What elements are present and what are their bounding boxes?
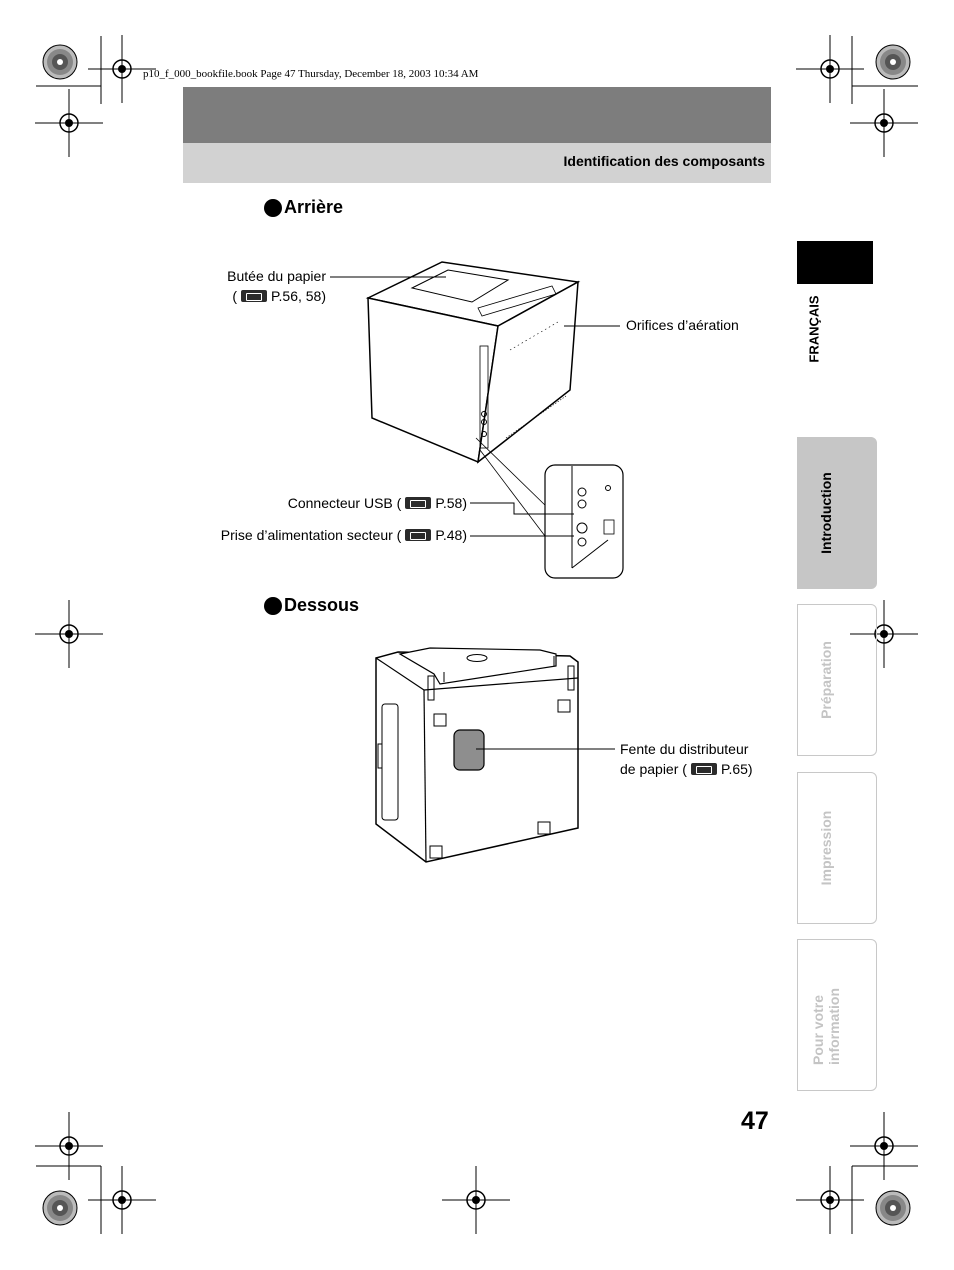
reference-icon — [405, 497, 432, 509]
power-ref: P.48) — [435, 527, 467, 543]
header-band — [183, 87, 771, 143]
paper-stop-text: Butée du papier — [227, 268, 326, 284]
vents-label: Orifices d’aération — [626, 317, 739, 333]
tab-preparation-label: Préparation — [818, 641, 834, 719]
reference-icon — [690, 763, 717, 775]
language-label: FRANÇAIS — [800, 288, 828, 370]
usb-label: Connecteur USB ( P.58) — [288, 493, 467, 513]
bullet-icon — [264, 596, 282, 615]
language-text: FRANÇAIS — [806, 295, 822, 363]
bottom-heading: Dessous — [264, 595, 359, 616]
rear-heading: Arrière — [264, 197, 343, 218]
tab-introduction-label: Introduction — [818, 472, 834, 554]
reference-icon — [240, 290, 267, 302]
slot-text-2: de papier ( — [620, 761, 687, 777]
language-marker — [797, 241, 873, 284]
bullet-icon — [264, 198, 282, 217]
page-number: 47 — [741, 1107, 769, 1135]
rear-heading-text: Arrière — [284, 197, 344, 217]
file-header: p10_f_000_bookfile.book Page 47 Thursday… — [143, 68, 479, 80]
section-title: Identification des composants — [563, 153, 765, 169]
usb-text: Connecteur USB ( — [287, 495, 402, 511]
paper-stop-ref: P.56, 58) — [270, 288, 326, 304]
slot-text: Fente du distributeur — [620, 741, 749, 757]
usb-ref: P.58) — [435, 495, 467, 511]
reference-icon — [405, 529, 432, 541]
tab-preparation[interactable]: Préparation — [797, 604, 877, 756]
tab-impression-label: Impression — [818, 810, 834, 886]
tab-pour-votre-information[interactable]: Pour votre information — [797, 939, 877, 1091]
paper-stop-label: Butée du papier ( P.56, 58) — [227, 266, 326, 306]
power-label: Prise d’alimentation secteur ( P.48) — [221, 525, 467, 545]
tab-impression[interactable]: Impression — [797, 772, 877, 924]
bottom-heading-text: Dessous — [284, 595, 360, 615]
printer-rear-illustration — [365, 261, 624, 579]
section-title-band — [183, 143, 771, 183]
printer-bottom-illustration — [375, 647, 579, 863]
tab-info-label: Pour votre information — [810, 988, 842, 1065]
tab-introduction[interactable]: Introduction — [797, 437, 877, 589]
slot-label: Fente du distributeur de papier ( P.65) — [620, 739, 753, 779]
power-text: Prise d’alimentation secteur ( — [220, 527, 402, 543]
paper-stop-open: ( — [232, 288, 237, 304]
slot-ref: P.65) — [720, 761, 753, 777]
